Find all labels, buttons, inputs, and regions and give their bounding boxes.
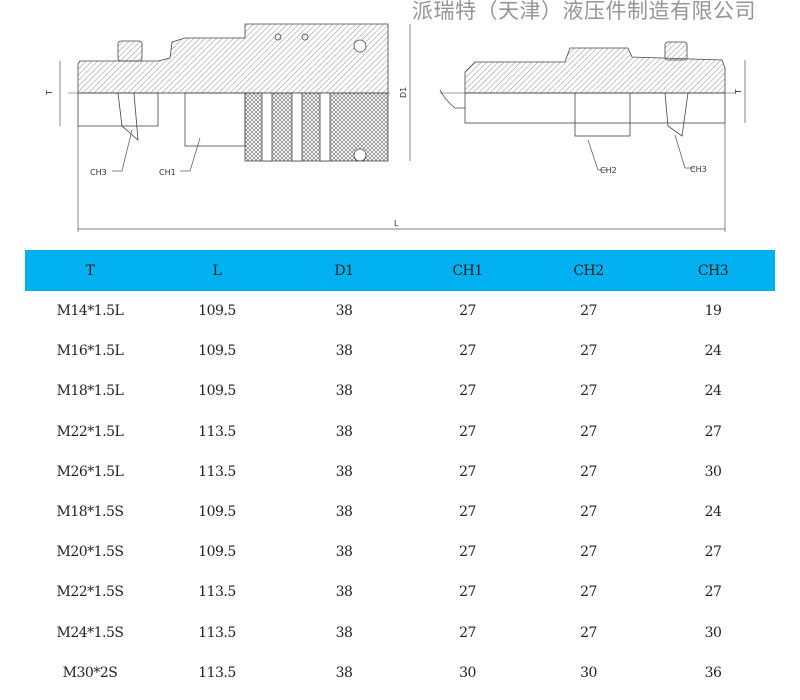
table-row: M26*1.5L 113.5 38 27 27 30 <box>25 452 775 492</box>
table-cell: 38 <box>335 463 353 480</box>
table-cell: 27 <box>580 303 597 320</box>
label-ch1: CH1 <box>159 168 176 177</box>
table-cell: 38 <box>335 664 353 681</box>
table-cell: 27 <box>459 463 476 480</box>
table-cell: 113.5 <box>198 624 236 641</box>
table-cell: 36 <box>704 664 722 681</box>
table-cell: 24 <box>704 504 722 521</box>
company-watermark: 派瑞特（天津）液压件制造有限公司 <box>412 0 756 23</box>
label-ch3-right: CH3 <box>690 165 707 174</box>
table-cell: 27 <box>580 343 597 360</box>
table-cell: 38 <box>335 383 353 400</box>
table-cell: 38 <box>335 624 353 641</box>
table-cell: 27 <box>459 343 476 360</box>
table-cell: 27 <box>459 504 476 521</box>
table-cell: 27 <box>580 423 597 440</box>
table-cell: M26*1.5L <box>56 463 124 480</box>
table-cell: 109.5 <box>198 383 236 400</box>
table-cell: 30 <box>704 463 722 480</box>
table-cell: M18*1.5L <box>56 383 124 400</box>
table-cell: 27 <box>459 303 476 320</box>
male-nipple <box>439 41 735 137</box>
table-cell: 19 <box>704 303 722 320</box>
table-row: M22*1.5L 113.5 38 27 27 27 <box>25 412 775 452</box>
table-cell: 38 <box>335 343 353 360</box>
label-ch2: CH2 <box>600 166 617 175</box>
table-cell: M24*1.5S <box>56 624 124 641</box>
column-header: CH2 <box>573 262 604 279</box>
column-header: T <box>85 262 95 279</box>
table-row: M22*1.5S 113.5 38 27 27 27 <box>25 572 775 612</box>
table-cell: 38 <box>335 303 353 320</box>
table-cell: M14*1.5L <box>56 303 124 320</box>
table-cell: 113.5 <box>198 423 236 440</box>
table-cell: M18*1.5S <box>56 504 124 521</box>
table-cell: 30 <box>580 664 597 681</box>
table-cell: 27 <box>704 423 722 440</box>
column-header: D1 <box>334 262 354 279</box>
table-row: M18*1.5L 109.5 38 27 27 24 <box>25 371 775 411</box>
label-ch3-left: CH3 <box>90 168 107 177</box>
table-cell: 27 <box>580 463 597 480</box>
table-cell: 109.5 <box>198 544 236 561</box>
label-l: L <box>394 219 399 228</box>
table-cell: 27 <box>580 383 597 400</box>
table-cell: 27 <box>459 584 476 601</box>
table-cell: M22*1.5L <box>56 423 124 440</box>
table-row: M20*1.5S 109.5 38 27 27 27 <box>25 532 775 572</box>
table-cell: 27 <box>459 544 476 561</box>
table-cell: 27 <box>580 584 597 601</box>
female-coupler <box>68 23 390 162</box>
table-cell: M16*1.5L <box>56 343 124 360</box>
table-row: M16*1.5L 109.5 38 27 27 24 <box>25 331 775 371</box>
column-header: CH3 <box>697 262 729 279</box>
table-header: T L D1 CH1 CH2 CH3 <box>25 250 775 291</box>
table-cell: 27 <box>580 624 597 641</box>
table-cell: 27 <box>459 383 476 400</box>
table-cell: 30 <box>704 624 722 641</box>
table-cell: 38 <box>335 423 353 440</box>
table-cell: 27 <box>704 544 722 561</box>
table-cell: 38 <box>335 544 353 561</box>
table-cell: 27 <box>580 544 597 561</box>
table-cell: 109.5 <box>198 504 236 521</box>
coupling-technical-drawing: T D1 CH3 CH1 CH2 CH3 T L <box>45 23 746 232</box>
table-cell: M30*2S <box>62 664 118 681</box>
label-t-left: T <box>45 90 54 96</box>
table-cell: 30 <box>459 664 476 681</box>
table-cell: 113.5 <box>198 584 236 601</box>
table-cell: M20*1.5S <box>56 544 124 561</box>
table-row: M18*1.5S 109.5 38 27 27 24 <box>25 492 775 532</box>
table-cell: 27 <box>459 423 476 440</box>
table-cell: 113.5 <box>198 664 236 681</box>
label-d1: D1 <box>399 87 408 98</box>
table-row: M24*1.5S 113.5 38 27 27 30 <box>25 613 775 653</box>
table-row: M14*1.5L 109.5 38 27 27 19 <box>25 291 775 331</box>
table-cell: M22*1.5S <box>56 584 124 601</box>
table-cell: 27 <box>580 504 597 521</box>
table-cell: 27 <box>704 584 722 601</box>
dimension-lines <box>59 24 746 232</box>
table-cell: 113.5 <box>198 463 236 480</box>
table-cell: 109.5 <box>198 303 236 320</box>
table-cell: 38 <box>335 584 353 601</box>
column-header: L <box>212 262 222 279</box>
table-cell: 109.5 <box>198 343 236 360</box>
column-header: CH1 <box>452 262 483 279</box>
table-cell: 27 <box>459 624 476 641</box>
table-cell: 24 <box>704 343 722 360</box>
label-t-right: T <box>734 89 743 95</box>
table-row: M30*2S 113.5 38 30 30 36 <box>25 653 775 693</box>
table-cell: 24 <box>704 383 722 400</box>
table-cell: 38 <box>335 504 353 521</box>
